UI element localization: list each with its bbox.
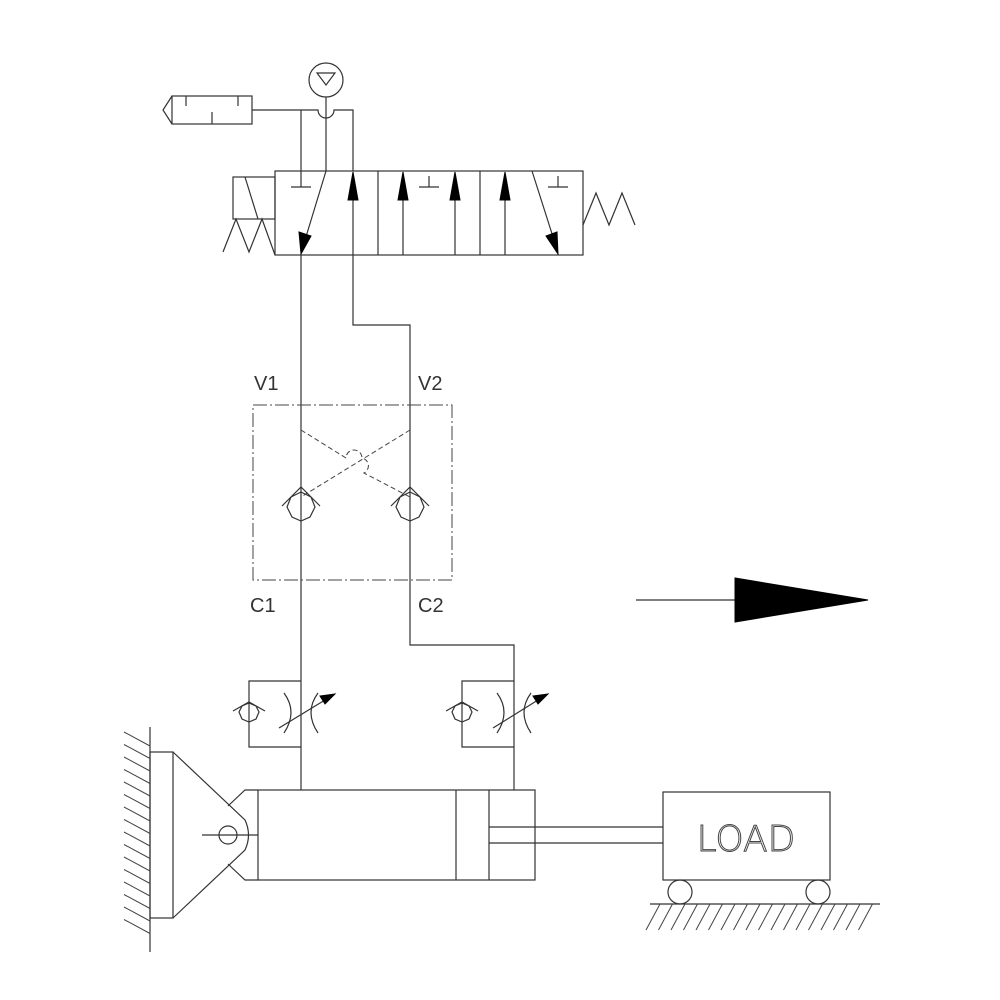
hatch-line — [683, 903, 698, 931]
ground — [645, 903, 880, 931]
directional-valve[interactable] — [274, 170, 584, 256]
load-cart: LOAD — [662, 791, 831, 905]
spring-return-icon — [582, 191, 636, 227]
hatch-line — [770, 903, 786, 931]
pressure-source-icon — [308, 62, 344, 98]
pilot-operated-check-block — [252, 404, 453, 581]
hatch-line — [783, 903, 798, 931]
hatch-line — [123, 769, 151, 784]
hatch-line — [733, 903, 748, 931]
hatch-line — [670, 903, 686, 931]
hatch-line — [845, 903, 861, 931]
flow-control-valve[interactable] — [232, 680, 337, 748]
hatch-line — [123, 906, 151, 922]
hatch-line — [123, 831, 151, 847]
hatch-line — [123, 844, 151, 859]
check-valve-icon — [281, 486, 321, 522]
port-label-c2: C2 — [418, 595, 444, 617]
hatch-line — [123, 731, 151, 747]
hatch-line — [795, 903, 811, 931]
hatch-line — [645, 903, 661, 931]
flow-control-valve[interactable] — [445, 680, 550, 748]
wall-mount — [123, 727, 258, 952]
hatch-line — [658, 903, 673, 931]
hatch-line — [745, 903, 761, 931]
hatch-line — [708, 903, 723, 931]
hatch-line — [820, 903, 836, 931]
hatch-line — [720, 903, 736, 931]
motion-direction-arrow-icon — [636, 577, 869, 623]
hatch-line — [833, 903, 848, 931]
supply-lines — [252, 97, 354, 171]
pneumatic-cylinder — [227, 789, 663, 881]
hatch-line — [808, 903, 823, 931]
hatch-line — [123, 819, 151, 834]
hatch-line — [123, 744, 151, 759]
silencer-symbol — [162, 95, 253, 125]
hatch-line — [123, 756, 151, 772]
hatch-line — [123, 856, 151, 872]
hatch-line — [123, 869, 151, 884]
hatch-line — [123, 894, 151, 909]
port-label-c1: C1 — [250, 595, 276, 617]
hatch-line — [758, 903, 773, 931]
hatch-line — [858, 903, 873, 931]
wheel-icon — [667, 879, 693, 905]
working-lines — [300, 255, 515, 790]
hatch-line — [123, 781, 151, 797]
port-label-v1: V1 — [254, 373, 278, 395]
check-valve-icon — [390, 486, 430, 522]
port-label-v2: V2 — [418, 373, 442, 395]
wheel-icon — [805, 879, 831, 905]
hatch-line — [123, 881, 151, 897]
hatch-line — [123, 794, 151, 809]
solenoid-actuator-icon — [222, 176, 276, 256]
hatch-line — [695, 903, 711, 931]
load-label: LOAD — [697, 819, 796, 860]
hatch-line — [123, 919, 151, 934]
hatch-line — [123, 806, 151, 822]
